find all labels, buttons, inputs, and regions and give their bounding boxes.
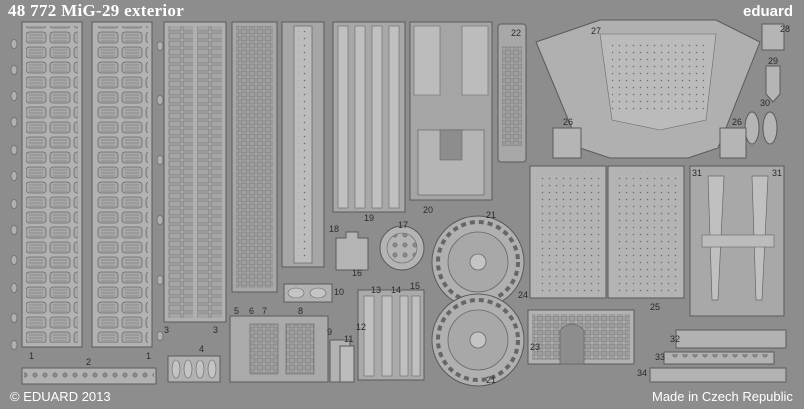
part-1-left — [21, 21, 83, 348]
part-number: 31 — [692, 168, 703, 178]
part-26-left — [552, 127, 582, 159]
part-number: 12 — [356, 322, 367, 332]
part-number: 21 — [486, 210, 497, 220]
part-17 — [379, 225, 425, 271]
part-20 — [409, 21, 493, 201]
part-number: 13 — [371, 285, 382, 295]
fret-title: 48 772 MiG-29 exterior — [8, 1, 185, 20]
part-number: 19 — [364, 213, 375, 223]
part-number: 18 — [329, 224, 340, 234]
part-number: 17 — [398, 220, 409, 230]
part-29 — [765, 65, 781, 103]
part-number: 2 — [86, 357, 92, 367]
part-2 — [21, 367, 157, 385]
part-number: 31 — [772, 168, 783, 178]
part-31 — [689, 165, 785, 317]
part-34 — [649, 367, 787, 383]
part-number: 8 — [298, 306, 304, 316]
part-number: 7 — [262, 306, 268, 316]
part-number: 1 — [146, 351, 152, 361]
part-25 — [607, 165, 685, 299]
part-1-right — [91, 21, 153, 348]
part-number: 23 — [530, 342, 541, 352]
part-number: 5 — [234, 306, 240, 316]
part-16 — [335, 231, 369, 271]
part-number: 3 — [213, 325, 219, 335]
origin-text: Made in Czech Republic — [652, 389, 793, 404]
part-number: 28 — [780, 24, 791, 34]
part-number: 15 — [410, 281, 421, 291]
part-number: 16 — [352, 268, 363, 278]
part-11 — [339, 345, 355, 383]
part-number: 32 — [670, 334, 681, 344]
part-number: 10 — [334, 287, 345, 297]
part-23 — [527, 309, 635, 365]
part-number: 20 — [423, 205, 434, 215]
part-number: 22 — [511, 28, 522, 38]
part-19 — [332, 21, 406, 213]
part-number: 1 — [29, 351, 35, 361]
part-10 — [283, 283, 333, 303]
part-26-right — [719, 127, 747, 159]
part-18 — [281, 21, 325, 268]
brand-logo: eduard — [743, 3, 794, 20]
part-number: 21 — [486, 375, 497, 385]
part-number: 11 — [344, 334, 354, 344]
part-24 — [529, 165, 607, 299]
copyright-text: © EDUARD 2013 — [10, 389, 111, 404]
edge-drops — [10, 39, 164, 350]
part-4 — [167, 355, 221, 383]
part-28 — [761, 23, 785, 51]
parts-5-8 — [229, 315, 329, 383]
part-3 — [163, 21, 227, 323]
part-number: 6 — [249, 306, 255, 316]
part-number: 4 — [199, 344, 205, 354]
part-number: 14 — [391, 285, 402, 295]
part-number: 3 — [164, 325, 170, 335]
part-number: 34 — [637, 368, 648, 378]
part-number: 26 — [563, 117, 574, 127]
part-number: 27 — [591, 26, 602, 36]
part-number: 24 — [518, 290, 529, 300]
parts-12-15 — [357, 289, 425, 381]
part-number: 9 — [327, 327, 333, 337]
part-22 — [497, 23, 527, 163]
part-number: 33 — [655, 352, 666, 362]
part-33 — [663, 351, 775, 365]
part-number: 29 — [768, 56, 779, 66]
part-32 — [675, 329, 787, 349]
part-21-bottom — [431, 293, 525, 387]
part-number: 25 — [650, 302, 661, 312]
part-number: 26 — [732, 117, 743, 127]
part-number: 30 — [760, 98, 771, 108]
bracket-column — [231, 21, 278, 293]
part-27 — [535, 19, 761, 159]
